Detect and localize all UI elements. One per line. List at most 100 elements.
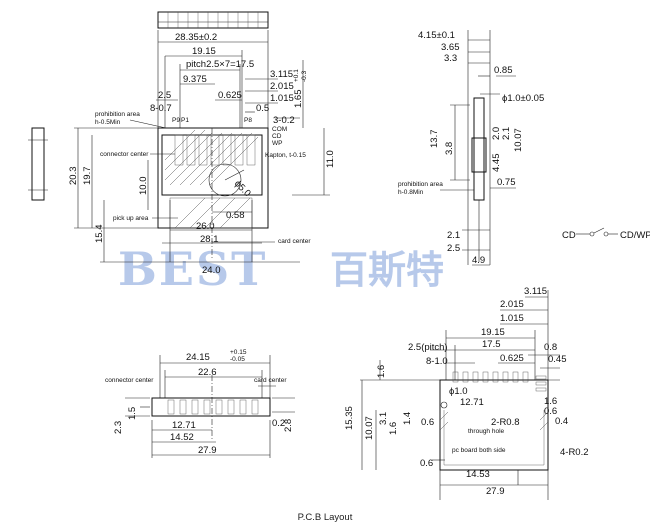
dim-4-9: 4.9 <box>472 255 485 266</box>
dim-14-52: 14.52 <box>170 432 194 443</box>
dim-4-45: 4.45 <box>491 154 502 173</box>
side-prohibition-label: prohibition area <box>398 181 443 188</box>
cd-label: CD <box>272 133 282 140</box>
dim-1-015: 1.015 <box>270 93 294 104</box>
dim-3-3: 3.3 <box>444 53 457 64</box>
pick-up-label: pick up area <box>113 215 149 222</box>
front-connector-center: connector center <box>105 377 154 384</box>
dim-2-8: 2.8 <box>283 419 294 432</box>
side-prohibition-height: h-0.8Min <box>398 189 424 196</box>
connector-body-top <box>157 127 269 260</box>
kapton-label: Kapton, t-0.15 <box>265 152 306 159</box>
pcb-dim-0-6-right: 0.6 <box>544 406 557 417</box>
dim-2-1-side: 2.1 <box>501 127 512 140</box>
dim-2-0: 2.0 <box>491 127 502 140</box>
dim-24-15-minus: -0.05 <box>230 356 245 363</box>
dim-0-2: 0.2 <box>272 418 285 429</box>
pcb-layout: 3.115 2.015 1.015 19.15 17.5 0.8 2.5(pit… <box>344 286 589 500</box>
pcb-dim-15-35: 15.35 <box>344 406 355 430</box>
pcb-dim-8-1-0: 8-1.0 <box>426 356 448 367</box>
dim-24-0: 24.0 <box>202 265 221 276</box>
p9-label: P9 <box>172 117 180 124</box>
dim-13-7: 13.7 <box>429 130 440 149</box>
dim-2-3: 2.3 <box>113 421 124 434</box>
dim-pitch: pitch2.5×7=17.5 <box>186 59 254 70</box>
pcb-dim-phi-1: ϕ1.0 <box>449 386 468 397</box>
top-view: 28.35±0.2 19.15 pitch2.5×7=17.5 9.375 0.… <box>28 11 336 276</box>
connector-header <box>157 11 269 29</box>
pcb-pads <box>452 371 547 392</box>
both-side-label: pc board both side <box>452 447 506 454</box>
dim-3-65: 3.65 <box>441 42 460 53</box>
dim-26-0: 26.0 <box>196 221 215 232</box>
pcb-dim-10-07: 10.07 <box>364 416 375 440</box>
pcb-dim-2-r0-8: 2-R0.8 <box>491 417 520 428</box>
dim-24-15: 24.15 <box>186 352 210 363</box>
dim-2-015: 2.015 <box>270 81 294 92</box>
through-hole <box>440 401 448 409</box>
pcb-dim-0-6-b: 0.6 <box>420 458 433 469</box>
pcb-dim-27-9: 27.9 <box>486 486 505 497</box>
pcb-dim-1-4: 1.4 <box>402 412 413 425</box>
front-card-center: card center <box>254 377 287 384</box>
dim-10-0: 10.0 <box>138 177 149 196</box>
pcb-dim-14-53: 14.53 <box>466 469 490 480</box>
pcb-dim-1-6-right: 1.6 <box>544 396 557 407</box>
pcb-dim-12-71: 12.71 <box>460 397 484 408</box>
side-body <box>473 97 485 201</box>
side-view: 4.15±0.1 3.65 3.3 0.85 ϕ1.0±0.05 13.7 3.… <box>398 30 544 266</box>
pcb-dim-19-15: 19.15 <box>481 327 505 338</box>
dim-3-0-2: 3-0.2 <box>273 115 295 126</box>
dim-0-85: 0.85 <box>494 65 513 76</box>
dim-28-35: 28.35±0.2 <box>175 32 217 43</box>
dim-2-1: 2.1 <box>447 230 460 241</box>
dim-3-115: 3.115 <box>270 69 293 80</box>
p1-label: P1 <box>181 117 189 124</box>
dim-0-625: 0.625 <box>218 90 242 101</box>
connector-center-label: connector center <box>100 151 149 158</box>
pcb-dim-2-015: 2.015 <box>500 299 524 310</box>
dim-2-5-side: 2.5 <box>447 243 460 254</box>
pcb-dim-3-115: 3.115 <box>524 286 547 297</box>
watermark: BEST 百斯特 <box>118 242 444 296</box>
dim-0-5b: 0.5 <box>256 103 269 114</box>
pcb-dim-17-5: 17.5 <box>482 339 501 350</box>
top-prohibition-height: h-0.5Min <box>95 119 121 126</box>
dim-24-15-plus: +0.15 <box>230 349 247 356</box>
dim-20-3: 20.3 <box>68 167 79 186</box>
dim-0-75: 0.75 <box>497 177 516 188</box>
dim-19-15: 19.15 <box>192 46 216 57</box>
dim-1-65-minus: -0.3 <box>301 70 308 82</box>
dim-4-15: 4.15±0.1 <box>418 30 455 41</box>
top-dimension-lines <box>156 30 304 128</box>
switch-cd: CD <box>562 230 576 241</box>
dim-8-0-7: 8-0.7 <box>150 103 172 114</box>
front-view: 24.15 +0.15 -0.05 22.6 12.71 14.52 27.9 … <box>105 349 295 458</box>
top-prohibition-label: prohibition area <box>95 111 140 118</box>
switch-symbol: CD CD/WP COM <box>562 227 650 241</box>
pcb-dim-4-r0-2: 4-R0.2 <box>560 447 589 458</box>
dim-9-375: 9.375 <box>183 74 207 85</box>
pcb-dim-1-015: 1.015 <box>500 313 524 324</box>
dim-15-4: 15.4 <box>94 225 105 244</box>
watermark-latin: BEST <box>118 242 267 296</box>
dim-phi-1: ϕ1.0±0.05 <box>502 93 544 104</box>
dim-12-71: 12.71 <box>172 420 196 431</box>
dim-0-58: 0.58 <box>226 210 245 221</box>
pcb-layout-caption: P.C.B Layout <box>297 512 353 523</box>
watermark-cjk: 百斯特 <box>330 248 444 292</box>
dim-11-0: 11.0 <box>325 150 336 168</box>
com-label: COM <box>272 126 287 133</box>
pcb-dim-1-6-left: 1.6 <box>388 422 399 435</box>
card-center-label: card center <box>278 238 311 245</box>
pcb-dim-0-45: 0.45 <box>548 354 567 365</box>
pcb-dim-0-6-a: 0.6 <box>421 417 434 428</box>
dim-19-7: 19.7 <box>82 167 93 186</box>
pcb-outline <box>439 379 549 471</box>
p8-label: P8 <box>244 117 252 124</box>
left-side-profile <box>28 127 48 201</box>
dim-2-5: 2.5 <box>158 90 171 101</box>
pcb-dim-0-625: 0.625 <box>500 353 524 364</box>
